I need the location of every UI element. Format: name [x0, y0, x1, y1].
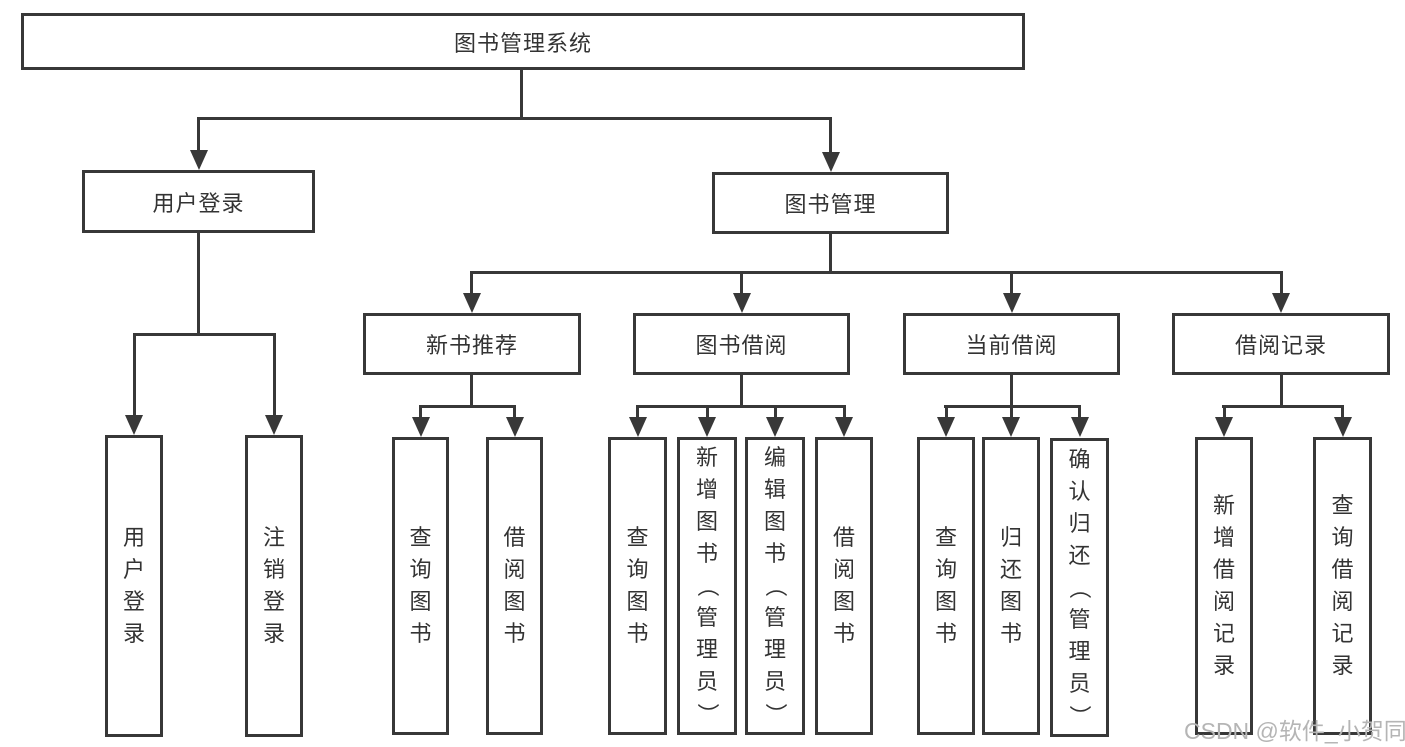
connector-line — [419, 405, 422, 419]
connector-line — [470, 375, 473, 408]
arrow-down-icon — [125, 415, 143, 435]
node-user-login: 用户登录 — [82, 170, 315, 233]
arrow-down-icon — [190, 150, 208, 170]
arrow-down-icon — [1215, 417, 1233, 437]
connector-line — [470, 271, 1282, 274]
connector-line — [1280, 271, 1283, 295]
leaf-user-login: 用户登录 — [105, 435, 163, 737]
node-root: 图书管理系统 — [21, 13, 1025, 70]
connector-line — [1010, 375, 1013, 408]
arrow-down-icon — [822, 152, 840, 172]
leaf-br-add-record: 新增借阅记录 — [1195, 437, 1253, 735]
leaf-bb-add-books-admin: 新增图书（管理员） — [677, 437, 737, 735]
connector-line — [197, 233, 200, 336]
node-book-management-label: 图书管理 — [784, 192, 877, 217]
leaf-bb-query-books: 查询图书 — [608, 437, 667, 735]
connector-line — [945, 405, 948, 419]
arrow-down-icon — [412, 417, 430, 437]
watermark: CSDN @软件_小贺同学 — [1184, 718, 1405, 744]
connector-line — [1222, 405, 1344, 408]
connector-line — [197, 117, 832, 120]
arrow-down-icon — [733, 293, 751, 313]
node-borrow-records: 借阅记录 — [1172, 313, 1390, 375]
leaf-cb-return-books: 归还图书 — [982, 437, 1040, 735]
arrow-down-icon — [835, 417, 853, 437]
connector-line — [197, 117, 200, 152]
connector-line — [419, 405, 516, 408]
connector-line — [706, 405, 709, 419]
arrow-down-icon — [1334, 417, 1352, 437]
leaf-cb-query-books: 查询图书 — [917, 437, 975, 735]
node-current-borrow-label: 当前借阅 — [965, 333, 1058, 358]
connector-line — [133, 333, 276, 336]
leaf-nb-query-books: 查询图书 — [392, 437, 449, 735]
connector-line — [470, 271, 473, 295]
arrow-down-icon — [1071, 417, 1089, 437]
leaf-bb-borrow-books: 借阅图书 — [815, 437, 873, 735]
arrow-down-icon — [1272, 293, 1290, 313]
connector-line — [1010, 271, 1013, 295]
node-book-management: 图书管理 — [712, 172, 949, 234]
connector-line — [1078, 405, 1081, 419]
arrow-down-icon — [766, 417, 784, 437]
connector-line — [740, 271, 743, 295]
arrow-down-icon — [698, 417, 716, 437]
node-book-borrow: 图书借阅 — [633, 313, 850, 375]
connector-line — [636, 405, 639, 419]
node-current-borrow: 当前借阅 — [903, 313, 1120, 375]
node-new-book-recommend-label: 新书推荐 — [425, 333, 518, 358]
arrow-down-icon — [463, 293, 481, 313]
node-book-borrow-label: 图书借阅 — [695, 333, 788, 358]
connector-line — [843, 405, 846, 419]
arrow-down-icon — [629, 417, 647, 437]
leaf-nb-borrow-books: 借阅图书 — [486, 437, 543, 735]
arrow-down-icon — [1003, 293, 1021, 313]
connector-line — [273, 333, 276, 417]
connector-line — [133, 333, 136, 417]
arrow-down-icon — [265, 415, 283, 435]
leaf-cb-confirm-return-admin: 确认归还（管理员） — [1050, 438, 1109, 737]
connector-line — [1010, 405, 1013, 419]
connector-line — [740, 375, 743, 408]
arrow-down-icon — [937, 417, 955, 437]
arrow-down-icon — [1002, 417, 1020, 437]
leaf-logout: 注销登录 — [245, 435, 303, 737]
connector-line — [774, 405, 777, 419]
leaf-br-query-record: 查询借阅记录 — [1313, 437, 1372, 735]
leaf-bb-edit-books-admin: 编辑图书（管理员） — [745, 437, 805, 735]
connector-line — [1280, 375, 1283, 408]
connector-line — [520, 70, 523, 119]
connector-line — [829, 234, 832, 273]
node-new-book-recommend: 新书推荐 — [363, 313, 581, 375]
node-user-login-label: 用户登录 — [152, 190, 245, 216]
connector-line — [829, 117, 832, 154]
connector-line — [1341, 405, 1344, 419]
arrow-down-icon — [506, 417, 524, 437]
node-borrow-records-label: 借阅记录 — [1234, 333, 1327, 358]
node-root-label: 图书管理系统 — [453, 30, 592, 56]
connector-line — [513, 405, 516, 419]
connector-line — [636, 405, 846, 408]
connector-line — [1223, 405, 1226, 419]
